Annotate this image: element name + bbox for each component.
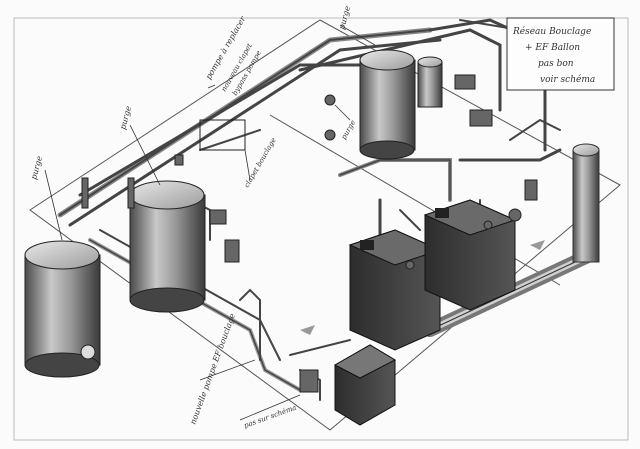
label-pompe-replacer: pompe à replacer xyxy=(204,14,248,81)
boiler-left xyxy=(348,229,442,351)
label-purge-left: purge xyxy=(29,155,44,181)
tank-left xyxy=(24,240,101,378)
tank-small-top xyxy=(417,56,443,108)
note-line-4: voir schéma xyxy=(540,74,595,85)
note-line-3: pas bon xyxy=(538,59,574,69)
valves-and-fittings xyxy=(81,74,538,393)
electrical-cabinet xyxy=(333,344,397,426)
tank-top xyxy=(359,49,416,160)
label-purge-small: purge xyxy=(340,119,357,141)
column-tank-right xyxy=(572,143,600,263)
floor-arrows xyxy=(300,240,545,335)
note-line-2: + EF Ballon xyxy=(525,43,580,53)
frame-border xyxy=(13,17,629,441)
annotation-leaders xyxy=(44,24,376,421)
note-box: Réseau Bouclage + EF Ballon pas bon voir… xyxy=(506,17,615,91)
tank-center xyxy=(129,180,206,313)
label-clapet-bouclage: clapet bouclage xyxy=(243,136,278,189)
boiler-right xyxy=(423,199,517,311)
note-line-1: Réseau Bouclage xyxy=(512,26,591,37)
